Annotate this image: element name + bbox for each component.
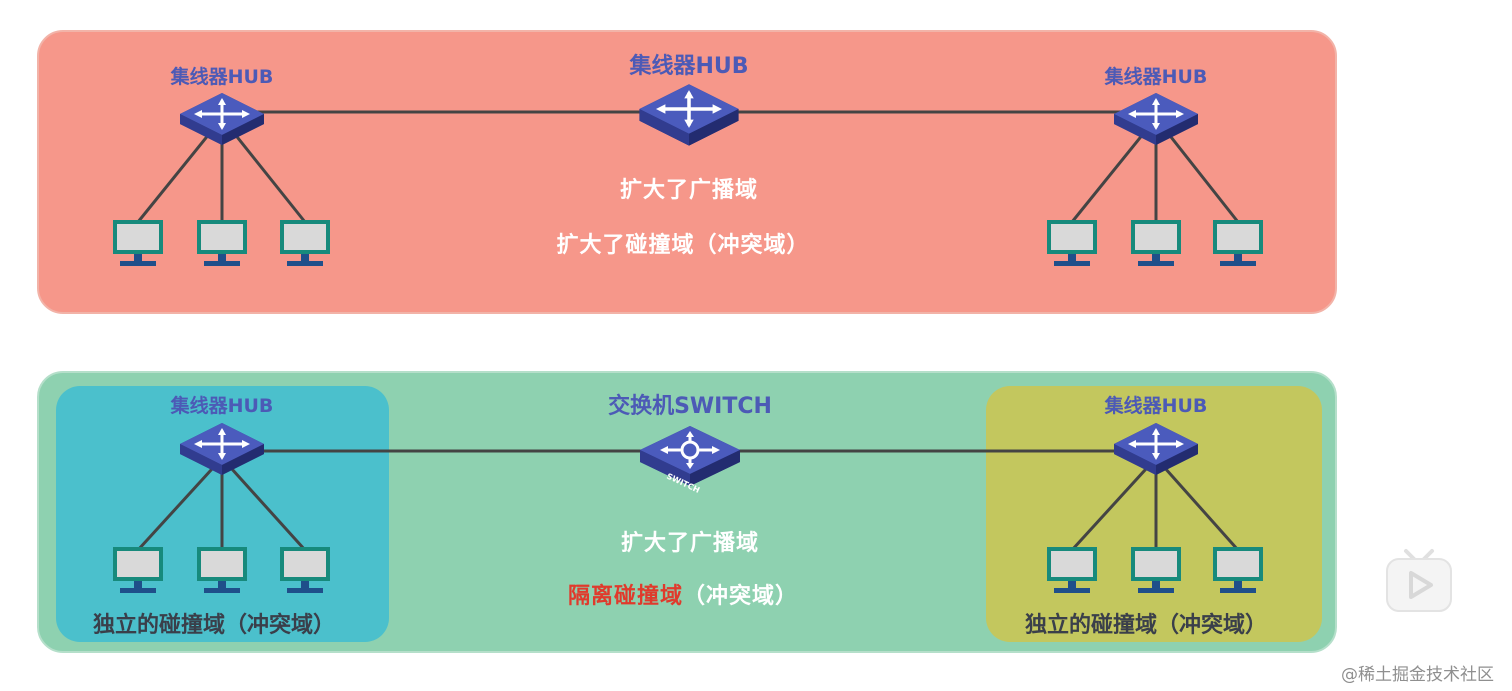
- top-right-hub-label: 集线器HUB: [1104, 66, 1208, 88]
- isolate-collision-rest: （冲突域）: [683, 584, 799, 609]
- top-left-computer-icon: [113, 220, 163, 266]
- isolate-collision-domain-text: 隔离碰撞域（冲突域）: [568, 578, 798, 610]
- bottom-left-computer-icon: [197, 547, 247, 593]
- top-broadcast-domain-text: 扩大了广播域: [619, 178, 759, 203]
- top-left-computer-icon: [197, 220, 247, 266]
- left-zone-caption: 独立的碰撞域（冲突域）: [92, 613, 336, 638]
- bottom-left-computer-icon: [280, 547, 330, 593]
- top-left-hub-label: 集线器HUB: [170, 66, 274, 88]
- bottom-links: [136, 449, 1240, 552]
- top-diagram-panel: [37, 30, 1337, 314]
- bottom-right-hub-label: 集线器HUB: [1104, 395, 1208, 417]
- bottom-left-hub-label: 集线器HUB: [170, 395, 274, 417]
- top-right-computer-icon: [1131, 220, 1181, 266]
- top-right-computer-icon: [1213, 220, 1263, 266]
- top-center-hub-label: 集线器HUB: [629, 54, 749, 79]
- bottom-switch-icon: SWITCH: [638, 424, 742, 495]
- right-zone-caption: 独立的碰撞域（冲突域）: [1024, 613, 1268, 638]
- play-icon[interactable]: [1384, 545, 1454, 615]
- switch-label: 交换机SWITCH: [608, 394, 772, 419]
- bottom-left-computer-icon: [113, 547, 163, 593]
- bottom-right-computer-icon: [1213, 547, 1263, 593]
- top-left-computer-icon: [280, 220, 330, 266]
- bottom-left-hub-icon: [178, 421, 266, 477]
- top-right-hub-icon: [1112, 91, 1200, 147]
- isolate-collision-highlight: 隔离碰撞域: [567, 584, 683, 609]
- top-left-hub-icon: [178, 91, 266, 147]
- bottom-right-computer-icon: [1131, 547, 1181, 593]
- top-center-hub-icon: [637, 82, 741, 148]
- watermark: @稀土掘金技术社区: [1341, 665, 1494, 685]
- bottom-right-computer-icon: [1047, 547, 1097, 593]
- top-collision-domain-text: 扩大了碰撞域（冲突域）: [556, 233, 810, 258]
- bottom-right-hub-icon: [1112, 421, 1200, 477]
- bottom-broadcast-domain-text: 扩大了广播域: [620, 531, 760, 556]
- top-right-computer-icon: [1047, 220, 1097, 266]
